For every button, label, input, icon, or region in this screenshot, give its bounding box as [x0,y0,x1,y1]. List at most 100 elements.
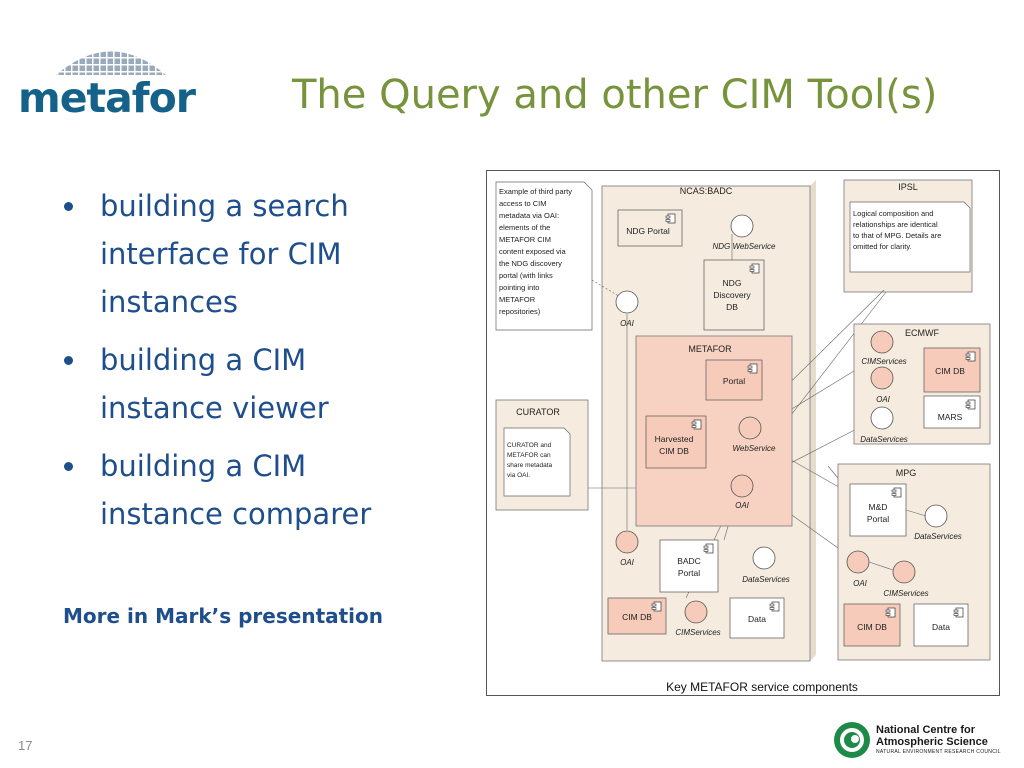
bullet-dot [64,356,73,365]
mpg-oai-interface [846,550,870,574]
metafor-package: METAFOR Portal Harvested CIM DB WebServi… [635,335,793,527]
curator-title: CURATOR [516,407,560,417]
third-party-note: Example of third party access to CIM met… [495,181,593,331]
mpg-cim-db-label: CIM DB [857,622,887,632]
ndg-db-label: DB [726,302,738,312]
badc-dataservices-label: DataServices [742,575,790,584]
badc-cimservices-interface [684,600,708,624]
ecmwf-cimservices-label: CIMServices [861,357,906,366]
page-number: 17 [18,738,33,753]
ecmwf-dataservices-label: DataServices [860,435,908,444]
ndg-portal-label: NDG Portal [626,226,670,236]
badc-portal-label: Portal [678,568,700,578]
bullet-item: building a search interface for CIM inst… [62,182,422,326]
mpg-package: MPG M&D Portal DataServices OAI CIMServi… [837,463,991,661]
bullet-dot [64,462,73,471]
harvested-label: CIM DB [659,446,689,456]
ncas-line: National Centre for [876,724,976,736]
badc-dataservices-interface [752,546,776,570]
md-portal-component: M&D Portal [849,483,907,537]
ecmwf-package: ECMWF CIMServices CIM DB OAI MARS DataSe… [853,323,991,445]
bullet-dot [64,202,73,211]
metafor-logo [56,51,166,75]
oai-bottom-label: OAI [620,558,635,567]
ecmwf-cim-db-label: CIM DB [935,366,965,376]
service-components-diagram: NCAS:BADC IPSL Logical composition and r… [486,170,1000,696]
ipsl-note-line: to that of MPG. Details are [853,231,941,240]
more-note: More in Mark’s presentation [63,604,384,628]
mars-label: MARS [938,412,963,422]
badc-cim-db-component: CIM DB [607,597,667,635]
note-line: content exposed via [499,247,567,256]
mpg-data-component: Data [913,603,969,647]
md-portal-label: M&D [869,502,888,512]
metafor-webservice-label: WebService [733,444,777,453]
mpg-title: MPG [896,468,917,478]
harvested-cim-db-component: Harvested CIM DB [645,415,707,469]
ndg-db-label: Discovery [713,290,751,300]
ecmwf-oai-label: OAI [876,395,891,404]
ipsl-title: IPSL [898,182,918,192]
metafor-portal-label: Portal [723,376,745,386]
badc-data-component: Data [729,597,785,639]
ipsl-note-line: Logical composition and [853,209,933,218]
note-line: portal (with links [499,271,553,280]
ecmwf-oai-interface [870,366,894,390]
logo-wordmark: metafor [18,74,196,122]
mpg-data-label: Data [932,622,950,632]
badc-portal-component: BADC Portal [659,539,719,593]
ipsl-package: IPSL Logical composition and relationshi… [843,179,973,293]
ecmwf-dataservices-interface [870,406,894,430]
note-line: elements of the [499,223,550,232]
harvested-label: Harvested [655,434,694,444]
mpg-cimservices-label: CIMServices [883,589,928,598]
bullet-text: building a CIM instance viewer [100,343,329,425]
bullet-text: building a search interface for CIM inst… [100,189,349,319]
metafor-webservice-interface [738,416,762,440]
metafor-oai-label: OAI [735,501,750,510]
badc-cim-db-label: CIM DB [622,612,652,622]
metafor-portal-component: Portal [705,359,763,401]
mpg-cim-db-component: CIM DB [843,603,901,647]
note-line: the NDG discovery [499,259,562,268]
ndg-webservice-interface [730,214,754,238]
curator-note-line: METAFOR can [507,452,551,459]
diagram-caption: Key METAFOR service components [666,680,858,694]
badc-data-label: Data [748,614,766,624]
curator-note-line: share metadata [507,462,553,469]
ndg-db-label: NDG [723,278,742,288]
note-line: metadata via OAI: [499,211,559,220]
metafor-title: METAFOR [688,344,732,354]
oai-top-interface [615,290,639,314]
md-portal-label: Portal [867,514,889,524]
bullet-item: building a CIM instance comparer [62,442,422,538]
ncas-line: Atmospheric Science [876,736,988,748]
note-line: METAFOR [499,295,536,304]
note-line: access to CIM [499,199,547,208]
curator-note-line: via OAI. [507,472,530,479]
ndg-portal-component: NDG Portal [617,209,683,247]
note-line: pointing into [499,283,539,292]
ndg-webservice-label: NDG WebService [713,242,777,251]
ipsl-note-line: relationships are identical [853,220,938,229]
bullet-list: building a search interface for CIM inst… [62,182,422,548]
mpg-dataservices-interface [924,504,948,528]
ecmwf-title: ECMWF [905,328,939,338]
ncas-subline: NATURAL ENVIRONMENT RESEARCH COUNCIL [876,749,1001,755]
mars-component: MARS [923,395,981,429]
curator-note-line: CURATOR and [507,442,552,449]
note-line: Example of third party [499,187,572,196]
mpg-dataservices-label: DataServices [914,532,962,541]
bullet-item: building a CIM instance viewer [62,336,422,432]
bullet-text: building a CIM instance comparer [100,449,372,531]
ndg-discovery-db-component: NDG Discovery DB [703,259,765,331]
badc-portal-label: BADC [677,556,701,566]
ncas-logo-text: National Centre for Atmospheric Science [876,724,1016,748]
oai-top-label: OAI [620,319,635,328]
note-line: METAFOR CIM [499,235,551,244]
mpg-cimservices-interface [892,560,916,584]
oai-bottom-interface [615,530,639,554]
ncas-badc-title: NCAS:BADC [680,186,733,196]
metafor-oai-interface [730,474,754,498]
ncas-logo-icon [834,722,870,758]
